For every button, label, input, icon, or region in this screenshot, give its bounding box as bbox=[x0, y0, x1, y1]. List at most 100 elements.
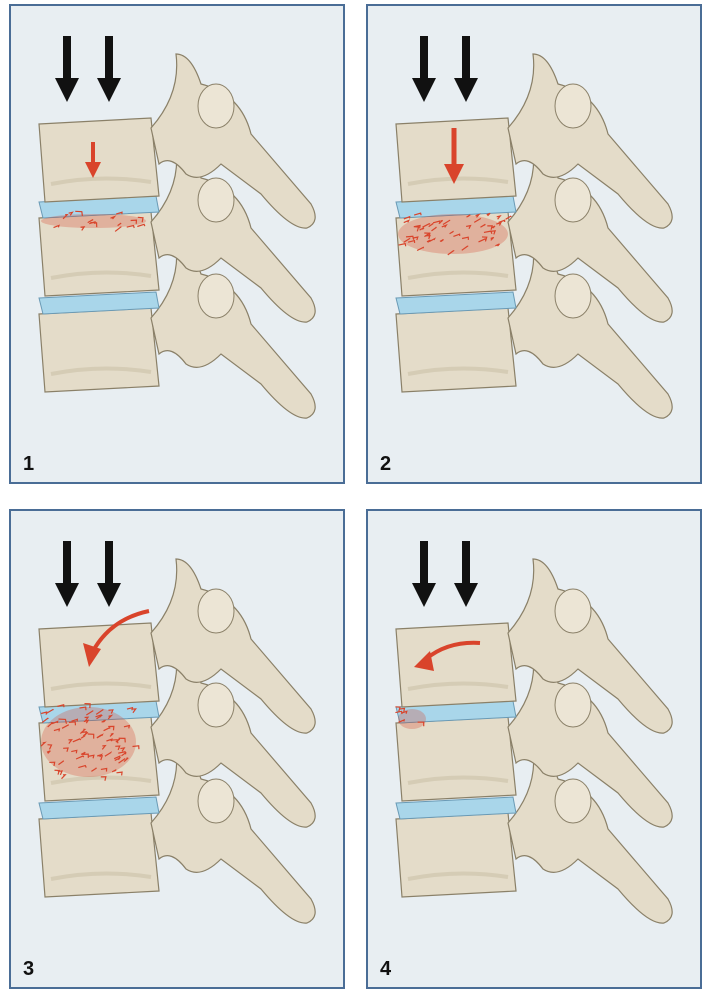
fracture-line bbox=[447, 250, 455, 256]
fracture-line bbox=[399, 707, 406, 712]
fracture-line bbox=[54, 769, 61, 775]
panel-1: 1 bbox=[9, 4, 345, 484]
fracture-line bbox=[79, 706, 87, 711]
fracture-line bbox=[87, 733, 95, 739]
posterior-arch bbox=[507, 243, 673, 419]
fracture-line bbox=[395, 706, 401, 712]
fracture-line bbox=[68, 739, 73, 744]
fracture-line bbox=[46, 750, 51, 754]
vertebral-body bbox=[38, 812, 160, 898]
fracture-line bbox=[53, 728, 61, 732]
fracture-line bbox=[88, 754, 95, 759]
body-shading bbox=[50, 681, 152, 691]
fracture-line bbox=[416, 246, 425, 252]
fracture-line bbox=[96, 714, 103, 720]
fracture-line bbox=[398, 242, 407, 247]
fracture-line bbox=[449, 230, 454, 235]
fracture-line bbox=[79, 728, 87, 735]
fracture-line bbox=[417, 721, 425, 727]
body-shading bbox=[407, 871, 509, 881]
fracture-line bbox=[412, 236, 419, 241]
fracture-line bbox=[419, 227, 425, 231]
body-shading bbox=[407, 681, 509, 691]
vertebral-body bbox=[38, 117, 160, 203]
rotation-arrowhead bbox=[83, 643, 101, 667]
facet-joint bbox=[197, 588, 235, 634]
fracture-line bbox=[123, 757, 129, 763]
fracture-line bbox=[95, 709, 104, 715]
fracture-line bbox=[428, 222, 434, 228]
fracture-line bbox=[61, 774, 67, 780]
fracture-line bbox=[84, 716, 90, 722]
fracture-line bbox=[47, 744, 53, 750]
posterior-arch bbox=[150, 748, 316, 924]
fracture-line bbox=[495, 243, 500, 247]
fracture-line bbox=[426, 239, 431, 243]
fracture-line bbox=[137, 216, 144, 223]
fracture-line bbox=[118, 737, 126, 743]
fracture-line bbox=[481, 236, 488, 242]
fracture-line bbox=[114, 756, 122, 761]
spine-segment bbox=[38, 558, 316, 924]
facet-joint bbox=[554, 682, 592, 728]
body-shading bbox=[407, 270, 509, 280]
fracture-line bbox=[398, 718, 406, 723]
intervertebral-disc bbox=[38, 796, 160, 820]
fracture-line bbox=[108, 725, 115, 731]
panel-4: 4 bbox=[366, 509, 702, 989]
fracture-line bbox=[132, 708, 137, 714]
fracture-line bbox=[110, 739, 119, 744]
fracture-line bbox=[100, 767, 108, 772]
fracture-line bbox=[505, 215, 512, 220]
fracture-line bbox=[453, 233, 461, 238]
fracture-line bbox=[40, 711, 48, 715]
facet-joint bbox=[554, 83, 592, 129]
fracture-line bbox=[465, 224, 472, 230]
body-shading bbox=[50, 366, 152, 376]
fracture-zone bbox=[398, 709, 426, 729]
body-shading bbox=[50, 775, 152, 785]
fracture-line bbox=[490, 225, 496, 229]
vertebral-body bbox=[395, 307, 517, 393]
fracture-line bbox=[126, 224, 135, 229]
load-arrow bbox=[55, 541, 79, 607]
fracture-line bbox=[496, 221, 502, 226]
fracture-line bbox=[403, 237, 411, 243]
fracture-line bbox=[117, 222, 122, 227]
fracture-line bbox=[414, 224, 421, 229]
fracture-line bbox=[407, 239, 416, 244]
spine-illustration bbox=[38, 36, 316, 419]
fracture-line bbox=[496, 215, 502, 220]
body-shading bbox=[50, 871, 152, 881]
fracture-line bbox=[490, 236, 495, 241]
fracture-line bbox=[53, 224, 60, 229]
fracture-line bbox=[57, 770, 64, 776]
panel-number: 2 bbox=[380, 453, 392, 475]
fracture-line bbox=[428, 237, 436, 243]
fracture-line bbox=[49, 761, 56, 767]
fracture-line bbox=[80, 751, 86, 755]
fracture-line bbox=[137, 223, 146, 228]
vertebral-body bbox=[395, 716, 517, 802]
fracture-line bbox=[475, 213, 481, 218]
fracture-line bbox=[439, 238, 444, 243]
compression-arrowhead bbox=[85, 162, 101, 178]
fracture-line bbox=[426, 232, 431, 236]
posterior-arch bbox=[507, 558, 673, 734]
fracture-line bbox=[413, 226, 420, 232]
load-arrow bbox=[97, 541, 121, 607]
fracture-line bbox=[96, 733, 104, 739]
panel-number: 4 bbox=[380, 958, 392, 980]
intervertebral-disc bbox=[38, 291, 160, 315]
fracture-line bbox=[473, 217, 482, 223]
fracture-line bbox=[422, 223, 431, 228]
rotation-arrow bbox=[91, 609, 150, 652]
fracture-line bbox=[101, 719, 106, 723]
posterior-arch bbox=[507, 53, 673, 229]
fracture-line bbox=[480, 223, 486, 228]
fracture-line bbox=[51, 720, 59, 725]
load-arrow bbox=[412, 541, 436, 607]
fracture-line bbox=[97, 753, 104, 758]
compression-arrowhead bbox=[444, 164, 464, 184]
fracture-line bbox=[405, 235, 415, 240]
